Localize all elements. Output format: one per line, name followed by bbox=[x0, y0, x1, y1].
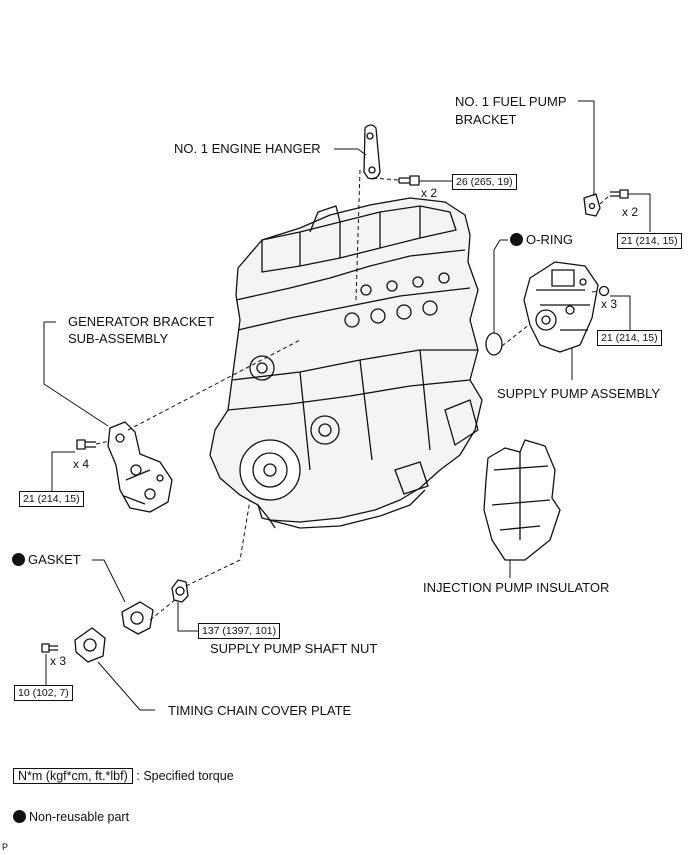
engine-block bbox=[209, 197, 483, 529]
supply-pump-assembly-label: SUPPLY PUMP ASSEMBLY bbox=[497, 386, 661, 401]
engine-hanger-bolt-torque: 26 (265, 19) bbox=[452, 174, 517, 190]
gasket-part bbox=[121, 601, 154, 635]
non-reusable-text: Non-reusable part bbox=[29, 810, 130, 824]
torque-units-box: N*m (kgf*cm, ft.*lbf) bbox=[13, 768, 133, 784]
fuel-pump-bracket-label-line2: BRACKET bbox=[455, 112, 517, 127]
o-ring-label: O-RING bbox=[510, 232, 573, 248]
fuel-pump-bracket-part bbox=[583, 193, 601, 217]
corner-mark: P bbox=[2, 842, 9, 852]
engine-hanger-bolt-qty: x 2 bbox=[421, 186, 438, 200]
generator-bracket-bolt-qty: x 4 bbox=[73, 457, 90, 471]
shaft-nut-torque: 137 (1397, 101) bbox=[198, 623, 281, 639]
shaft-nut-part bbox=[171, 579, 189, 603]
supply-pump-shaft-nut-label: SUPPLY PUMP SHAFT NUT bbox=[210, 641, 378, 656]
generator-bracket-bolt-torque: 21 (214, 15) bbox=[19, 491, 84, 507]
o-ring-text: O-RING bbox=[526, 232, 573, 247]
cover-plate-bolt-part bbox=[41, 643, 58, 653]
injection-pump-insulator-part bbox=[483, 439, 561, 561]
supply-pump-part bbox=[523, 261, 599, 353]
fuel-pump-bracket-label-line1: NO. 1 FUEL PUMP bbox=[455, 94, 567, 109]
gasket-label: GASKET bbox=[12, 552, 81, 568]
non-reusable-dot-icon bbox=[510, 233, 523, 246]
engine-hanger-label: NO. 1 ENGINE HANGER bbox=[174, 141, 321, 156]
torque-legend-desc: : Specified torque bbox=[136, 769, 234, 783]
fuel-pump-bracket-bolt-torque: 21 (214, 15) bbox=[617, 233, 682, 249]
bracket-bolt-part bbox=[610, 189, 629, 199]
generator-bracket-part bbox=[107, 421, 173, 513]
o-ring-part bbox=[485, 332, 503, 356]
torque-legend: N*m (kgf*cm, ft.*lbf) : Specified torque bbox=[13, 768, 234, 784]
generator-bracket-label-line1: GENERATOR BRACKET bbox=[68, 314, 215, 329]
non-reusable-legend: Non-reusable part bbox=[13, 809, 129, 825]
injection-pump-insulator-label: INJECTION PUMP INSULATOR bbox=[423, 580, 610, 595]
supply-pump-nut-qty: x 3 bbox=[601, 297, 618, 311]
timing-chain-cover-plate-label: TIMING CHAIN COVER PLATE bbox=[168, 703, 352, 718]
non-reusable-dot-icon bbox=[12, 553, 25, 566]
hanger-bolt-part bbox=[398, 175, 420, 186]
non-reusable-dot-icon bbox=[13, 810, 26, 823]
cover-plate-bolt-qty: x 3 bbox=[50, 654, 67, 668]
pump-nut-part bbox=[598, 285, 610, 297]
generator-bolt-part bbox=[76, 439, 96, 450]
fuel-pump-bracket-bolt-qty: x 2 bbox=[622, 205, 639, 219]
generator-bracket-label-line2: SUB-ASSEMBLY bbox=[68, 331, 169, 346]
engine-hanger-part bbox=[363, 124, 381, 180]
cover-plate-bolt-torque: 10 (102, 7) bbox=[14, 685, 73, 701]
gasket-text: GASKET bbox=[28, 552, 81, 567]
supply-pump-nut-torque: 21 (214, 15) bbox=[597, 330, 662, 346]
cover-plate-part bbox=[74, 627, 106, 663]
